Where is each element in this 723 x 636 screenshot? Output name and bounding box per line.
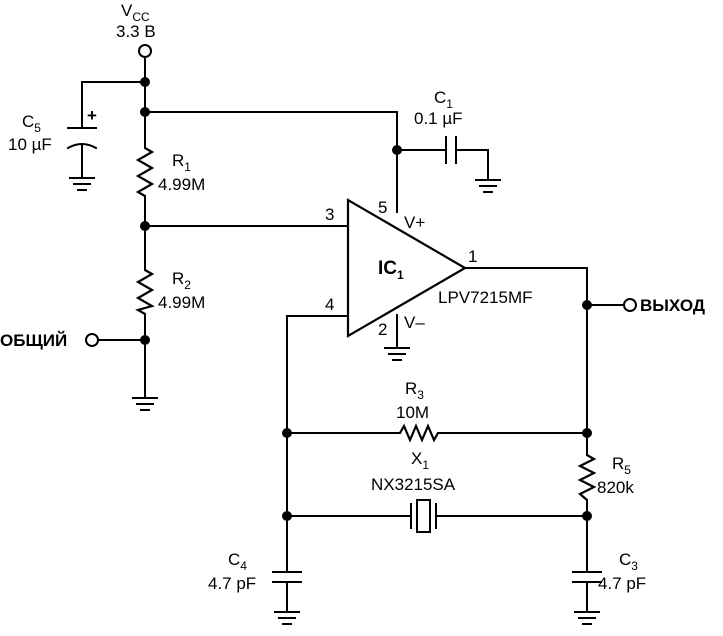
capacitor-c3 xyxy=(572,571,602,583)
wire-pin4 xyxy=(286,315,349,573)
ground-c4 xyxy=(274,611,300,625)
ic1-part: LPV7215MF xyxy=(438,288,533,307)
pin4-label: 4 xyxy=(325,295,334,314)
vplus-label: V+ xyxy=(404,213,425,232)
r5-label: R5 xyxy=(612,454,631,477)
pin1-label: 1 xyxy=(468,247,477,266)
x1-label: X1 xyxy=(411,449,429,472)
ground-divider xyxy=(132,397,158,411)
junction-r3-left xyxy=(282,428,292,438)
c4-value: 4.7 pF xyxy=(208,574,256,593)
capacitor-c5 xyxy=(66,127,98,150)
wire-c5-top xyxy=(81,81,146,129)
wire-top-rail xyxy=(144,111,398,213)
junctions xyxy=(140,77,592,521)
common-label: ОБЩИЙ xyxy=(0,331,67,350)
c5-label: C5 xyxy=(22,112,41,135)
vcc-terminal xyxy=(138,44,152,58)
ground-c3 xyxy=(574,611,600,625)
capacitor-c4 xyxy=(272,571,302,583)
wire-c1-right xyxy=(455,149,489,181)
r1-label: R1 xyxy=(172,151,191,174)
resistor-r5 xyxy=(577,454,597,501)
junction-divider xyxy=(140,221,150,231)
opamp-ic1 xyxy=(346,198,468,338)
crystal-x1 xyxy=(410,499,437,533)
wire-out-top xyxy=(464,267,588,456)
junction-x1-left xyxy=(282,511,292,521)
c4-label: C4 xyxy=(228,550,247,573)
junction-common xyxy=(140,335,150,345)
junction-x1-right xyxy=(582,511,592,521)
labels: VCC 3.3 В C1 0.1 µF + C5 10 µF R1 4.99M … xyxy=(0,1,705,593)
r2-label: R2 xyxy=(172,269,191,292)
common-terminal xyxy=(85,333,99,347)
resistor-r3 xyxy=(399,423,439,443)
junction-vcc-c5 xyxy=(140,77,150,87)
junction-vcc-rail xyxy=(140,107,150,117)
c5-value: 10 µF xyxy=(8,135,52,154)
resistor-r1 xyxy=(135,147,155,197)
ic1-label: IC1 xyxy=(378,258,404,282)
c1-label: C1 xyxy=(434,88,453,111)
pin5-label: 5 xyxy=(378,198,387,217)
r1-value: 4.99M xyxy=(158,175,205,194)
output-terminal xyxy=(623,298,637,312)
c3-label: C3 xyxy=(619,550,638,573)
wires xyxy=(81,57,625,613)
resistor-r2 xyxy=(135,269,155,315)
x1-part: NX3215SA xyxy=(371,475,456,494)
capacitor-c1 xyxy=(445,136,457,164)
ground-c1 xyxy=(475,179,501,193)
ground-c5 xyxy=(69,177,95,191)
junction-output xyxy=(582,300,592,310)
c5-polarity: + xyxy=(87,106,97,125)
junction-r3-right xyxy=(582,428,592,438)
c1-value: 0.1 µF xyxy=(414,109,463,128)
r2-value: 4.99M xyxy=(158,293,205,312)
r3-label: R3 xyxy=(405,379,424,402)
r5-value: 820k xyxy=(597,478,634,497)
pin3-label: 3 xyxy=(325,205,334,224)
r3-value: 10M xyxy=(396,403,429,422)
vminus-label: V– xyxy=(404,313,425,332)
c3-value: 4.7 pF xyxy=(598,574,646,593)
ground-opamp xyxy=(384,347,410,361)
junction-c1 xyxy=(392,145,402,155)
pin2-label: 2 xyxy=(378,320,387,339)
output-label: ВЫХОД xyxy=(640,296,705,315)
vcc-value: 3.3 В xyxy=(116,22,156,41)
vcc-label: VCC xyxy=(121,1,150,24)
